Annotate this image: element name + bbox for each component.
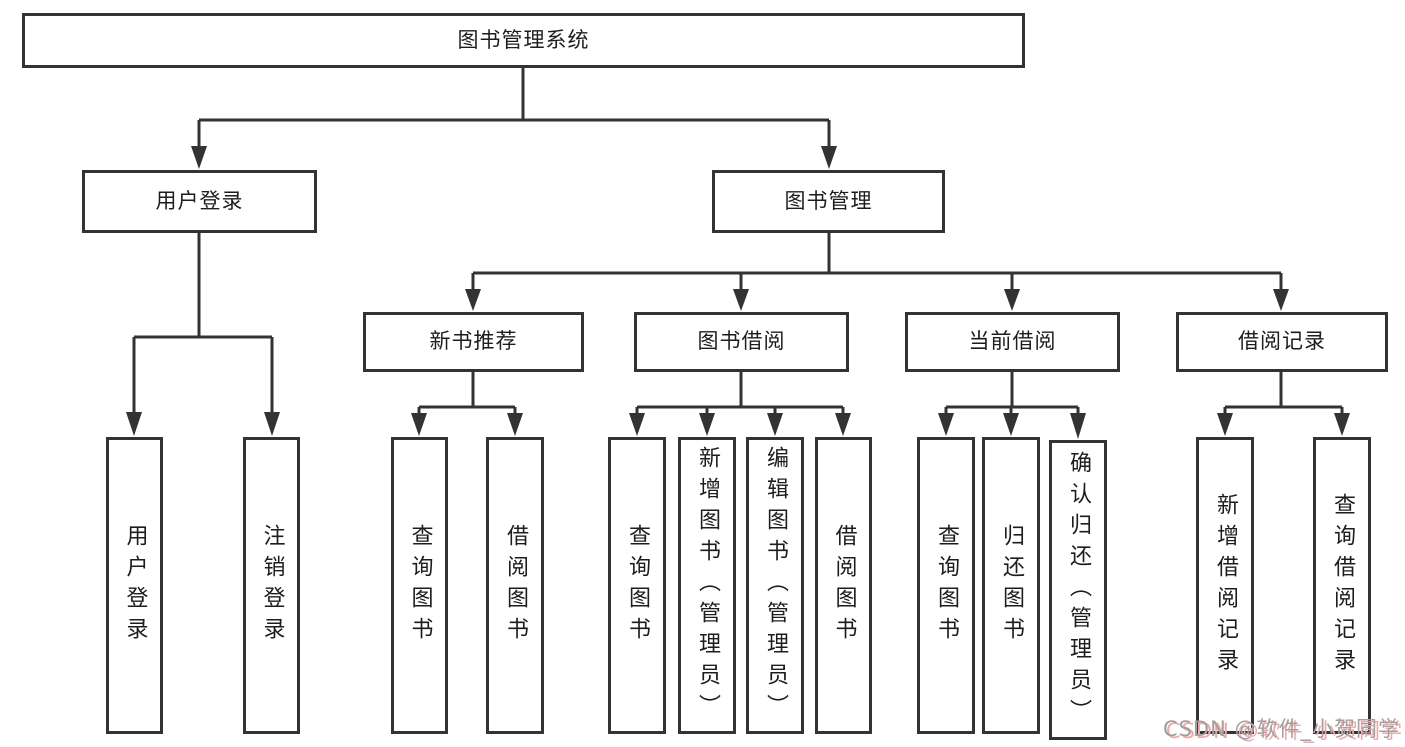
leaf-query-book-b: 查询图书: [608, 437, 666, 734]
leaf-borrow-book-a-label: 借阅图书: [503, 523, 528, 648]
node-current-borrow: 当前借阅: [905, 312, 1120, 372]
leaf-borrow-book-b: 借阅图书: [815, 437, 872, 734]
leaf-query-book-a: 查询图书: [391, 437, 448, 734]
leaf-return-book: 归还图书: [982, 437, 1040, 734]
leaf-borrow-book-a: 借阅图书: [486, 437, 544, 734]
leaf-borrow-book-b-label: 借阅图书: [831, 523, 857, 648]
node-new-book-rec-label: 新书推荐: [429, 329, 518, 354]
node-borrow-record-label: 借阅记录: [1238, 329, 1326, 354]
leaf-add-book-label: 新增图书（管理员）: [695, 446, 720, 725]
leaf-user-login: 用户登录: [106, 437, 163, 734]
leaf-query-book-b-label: 查询图书: [625, 523, 650, 648]
leaf-edit-book-label: 编辑图书（管理员）: [763, 446, 788, 725]
leaf-logout-label: 注销登录: [259, 523, 285, 648]
leaf-query-book-a-label: 查询图书: [407, 523, 433, 648]
leaf-query-book-c: 查询图书: [917, 437, 975, 734]
node-root-label: 图书管理系统: [457, 27, 590, 52]
leaf-edit-book: 编辑图书（管理员）: [746, 437, 804, 734]
leaf-add-record: 新增借阅记录: [1196, 437, 1254, 734]
node-new-book-rec: 新书推荐: [363, 312, 584, 372]
watermark: CSDN @软件_小贺同学: [1162, 717, 1400, 741]
leaf-confirm-return: 确认归还（管理员）: [1049, 440, 1107, 740]
leaf-add-record-label: 新增借阅记录: [1213, 492, 1238, 679]
node-root: 图书管理系统: [22, 13, 1025, 68]
leaf-query-book-c-label: 查询图书: [934, 523, 959, 648]
node-user-login: 用户登录: [82, 170, 317, 233]
leaf-logout: 注销登录: [243, 437, 300, 734]
leaf-return-book-label: 归还图书: [999, 523, 1024, 648]
node-borrow-record: 借阅记录: [1176, 312, 1388, 372]
leaf-query-record: 查询借阅记录: [1313, 437, 1371, 734]
leaf-add-book: 新增图书（管理员）: [678, 437, 736, 734]
node-book-mgmt: 图书管理: [712, 170, 945, 233]
node-book-borrow-label: 图书借阅: [697, 329, 786, 354]
node-current-borrow-label: 当前借阅: [968, 329, 1057, 354]
leaf-query-record-label: 查询借阅记录: [1330, 492, 1355, 679]
leaf-confirm-return-label: 确认归还（管理员）: [1066, 450, 1091, 730]
node-user-login-label: 用户登录: [155, 188, 244, 213]
node-book-borrow: 图书借阅: [634, 312, 849, 372]
leaf-user-login-label: 用户登录: [122, 523, 148, 648]
node-book-mgmt-label: 图书管理: [784, 188, 873, 213]
